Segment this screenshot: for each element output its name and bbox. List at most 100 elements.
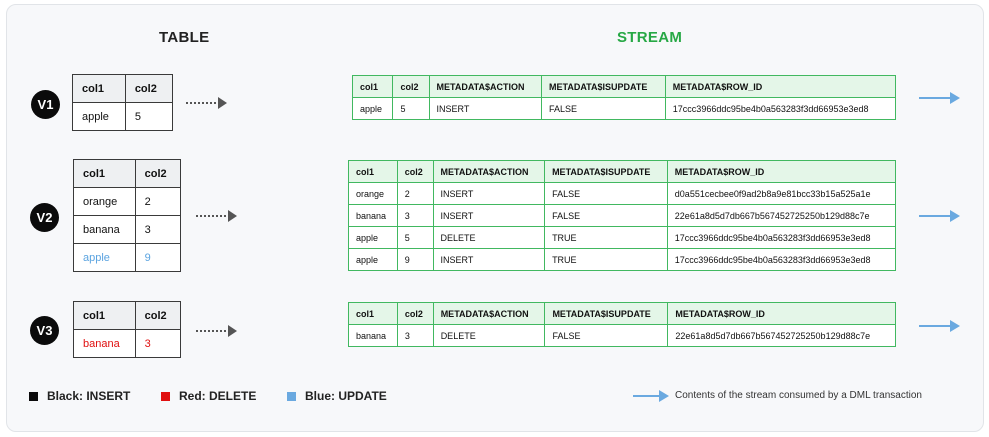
table-heading: TABLE [159, 29, 210, 46]
table-cell: apple [73, 243, 136, 272]
version-badge-v2: V2 [30, 203, 59, 232]
stream-cell: 17ccc3966ddc95be4b0a563283f3dd66953e3ed8 [664, 97, 897, 120]
table-header-cell: col1 [72, 74, 126, 103]
stream-header-cell: METADATA$ROW_ID [664, 75, 897, 98]
table-header-cell: col2 [134, 301, 182, 330]
stream-header-cell: METADATA$ROW_ID [667, 302, 896, 325]
stream-row: banana 3 DELETE FALSE 22e61a8d5d7db667b5… [348, 324, 896, 347]
stream-header-cell: METADATA$ISUPDATE [544, 302, 669, 325]
stream-cell: INSERT [428, 97, 542, 120]
legend-update: Blue: UPDATE [287, 389, 387, 403]
stream-row: apple 5 DELETE TRUE 17ccc3966ddc95be4b0a… [348, 226, 897, 249]
table-header-cell: col2 [134, 159, 182, 188]
consumed-arrow-v1 [919, 92, 961, 104]
stream-cell: 22e61a8d5d7db667b567452725250b129d88c7e [666, 204, 897, 227]
stream-cell: 3 [396, 324, 434, 347]
stream-cell: apple [348, 248, 398, 271]
table-row: banana 3 [73, 215, 182, 244]
red-square-icon [161, 391, 170, 401]
dashed-arrow-v2 [196, 210, 238, 222]
table-header-cell: col1 [73, 159, 136, 188]
stream-header-cell: METADATA$ISUPDATE [544, 160, 668, 183]
legend-update-label: Blue: UPDATE [305, 389, 387, 403]
stream-cell: TRUE [544, 226, 668, 249]
stream-header-cell: col1 [348, 302, 398, 325]
stream-table-v1: col1 col2 METADATA$ACTION METADATA$ISUPD… [351, 75, 897, 120]
stream-cell: FALSE [541, 97, 666, 120]
stream-cell: 5 [392, 97, 430, 120]
consumed-arrow-v2 [919, 210, 961, 222]
stream-cell: FALSE [544, 204, 668, 227]
stream-cell: INSERT [432, 182, 546, 205]
table-cell: 3 [134, 329, 182, 358]
version-badge-v1: V1 [31, 90, 60, 119]
table-cell: 3 [134, 215, 182, 244]
stream-header-cell: col1 [348, 160, 398, 183]
stream-cell: 22e61a8d5d7db667b567452725250b129d88c7e [667, 324, 896, 347]
consumed-arrow-v3 [919, 320, 961, 332]
black-square-icon [29, 391, 38, 401]
legend-insert-label: Black: INSERT [47, 389, 131, 403]
stream-cell: FALSE [544, 324, 669, 347]
stream-cell: FALSE [544, 182, 668, 205]
legend-delete-label: Red: DELETE [179, 389, 257, 403]
stream-table-v2: col1 col2 METADATA$ACTION METADATA$ISUPD… [348, 160, 897, 271]
stream-cell: 17ccc3966ddc95be4b0a563283f3dd66953e3ed8 [666, 248, 897, 271]
source-table-v1: col1 col2 apple 5 [72, 74, 174, 131]
blue-square-icon [287, 391, 296, 401]
stream-row: apple 9 INSERT TRUE 17ccc3966ddc95be4b0a… [348, 248, 897, 271]
legend-arrow-icon [633, 390, 669, 402]
stream-cell: 17ccc3966ddc95be4b0a563283f3dd66953e3ed8 [666, 226, 897, 249]
stream-cell: INSERT [432, 204, 546, 227]
table-cell: banana [73, 215, 136, 244]
stream-cell: 5 [396, 226, 434, 249]
table-cell: 9 [134, 243, 182, 272]
stream-cell: apple [348, 226, 398, 249]
stream-table-v3: col1 col2 METADATA$ACTION METADATA$ISUPD… [348, 302, 896, 347]
stream-header-cell: col2 [396, 160, 434, 183]
stream-cell: TRUE [544, 248, 668, 271]
legend-insert: Black: INSERT [29, 389, 130, 403]
legend-consumed-note: Contents of the stream consumed by a DML… [675, 390, 922, 401]
stream-row: apple 5 INSERT FALSE 17ccc3966ddc95be4b0… [351, 97, 897, 120]
stream-row: orange 2 INSERT FALSE d0a551cecbee0f9ad2… [348, 182, 897, 205]
table-cell: orange [73, 187, 136, 216]
table-cell: 2 [134, 187, 182, 216]
table-row: banana 3 [73, 329, 182, 358]
stream-cell: DELETE [432, 324, 546, 347]
table-header-cell: col1 [73, 301, 136, 330]
stream-cell: banana [348, 204, 398, 227]
table-row: apple 5 [72, 102, 174, 131]
table-cell: banana [73, 329, 136, 358]
stream-row: banana 3 INSERT FALSE 22e61a8d5d7db667b5… [348, 204, 897, 227]
stream-cell: 9 [396, 248, 434, 271]
stream-cell: 3 [396, 204, 434, 227]
table-cell: apple [72, 102, 126, 131]
stream-cell: INSERT [432, 248, 546, 271]
stream-cell: d0a551cecbee0f9ad2b8a9e81bcc33b15a525a1e [666, 182, 897, 205]
table-row: apple 9 [73, 243, 182, 272]
table-header-cell: col2 [124, 74, 174, 103]
stream-header-cell: col2 [396, 302, 434, 325]
stream-cell: orange [348, 182, 398, 205]
stream-header-cell: METADATA$ACTION [428, 75, 542, 98]
stream-cell: DELETE [432, 226, 546, 249]
stream-heading: STREAM [617, 29, 683, 46]
stream-header-cell: METADATA$ACTION [432, 160, 546, 183]
table-row: orange 2 [73, 187, 182, 216]
stream-header-cell: METADATA$ACTION [432, 302, 546, 325]
version-badge-v3: V3 [30, 316, 59, 345]
table-cell: 5 [124, 102, 174, 131]
source-table-v3: col1 col2 banana 3 [73, 301, 182, 358]
stream-header-cell: METADATA$ISUPDATE [541, 75, 666, 98]
stream-header-cell: col2 [392, 75, 430, 98]
stream-header-cell: col1 [351, 75, 394, 98]
legend-delete: Red: DELETE [161, 389, 256, 403]
source-table-v2: col1 col2 orange 2 banana 3 apple 9 [73, 159, 182, 272]
stream-cell: apple [351, 97, 394, 120]
dashed-arrow-v1 [186, 97, 228, 109]
stream-cell: banana [348, 324, 398, 347]
stream-header-cell: METADATA$ROW_ID [666, 160, 897, 183]
dashed-arrow-v3 [196, 325, 238, 337]
stream-cell: 2 [396, 182, 434, 205]
